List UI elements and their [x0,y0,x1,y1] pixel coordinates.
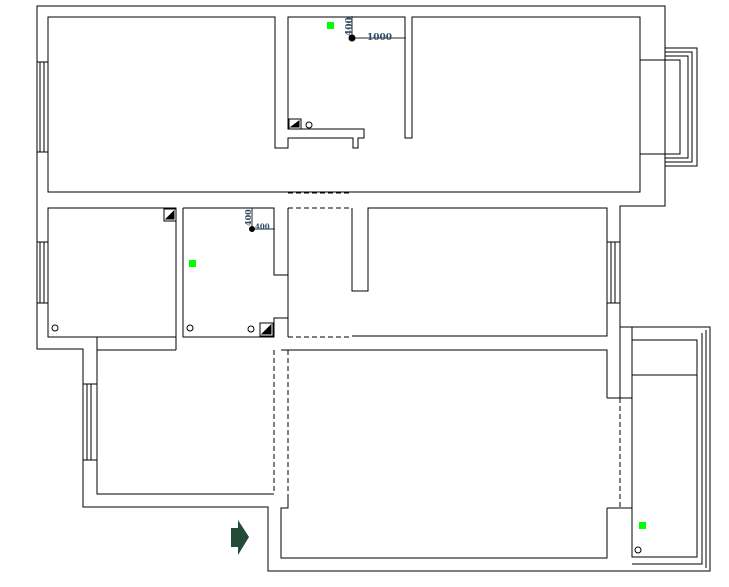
fixture-icon [288,118,302,130]
room-bottom-living [280,349,608,559]
entrance-arrow-icon [231,520,249,555]
outer-wall [36,5,711,572]
dim-top-horizontal: 1000 [367,33,392,43]
fixture-fill-icon [260,323,272,335]
dimension-origin-icon [348,34,356,42]
fixture-icon [259,322,274,337]
dimension-origin-icon [249,226,255,232]
room-bottom-left [96,337,274,495]
fixture-fill-icon [164,209,175,220]
socket-icons [51,121,642,554]
light-marker-icons [189,22,646,529]
room-middle-right [287,207,608,337]
dim-top-vertical: 400 [345,17,355,36]
dim-middle-horizontal: 400 [255,222,270,231]
windows [37,47,698,461]
openings [97,192,633,508]
dim-middle-vertical: 400 [243,209,253,226]
fixture-icon [163,208,177,222]
balcony-rails [632,330,707,568]
fixture-fill-icon [289,120,300,128]
room-top [47,16,641,193]
